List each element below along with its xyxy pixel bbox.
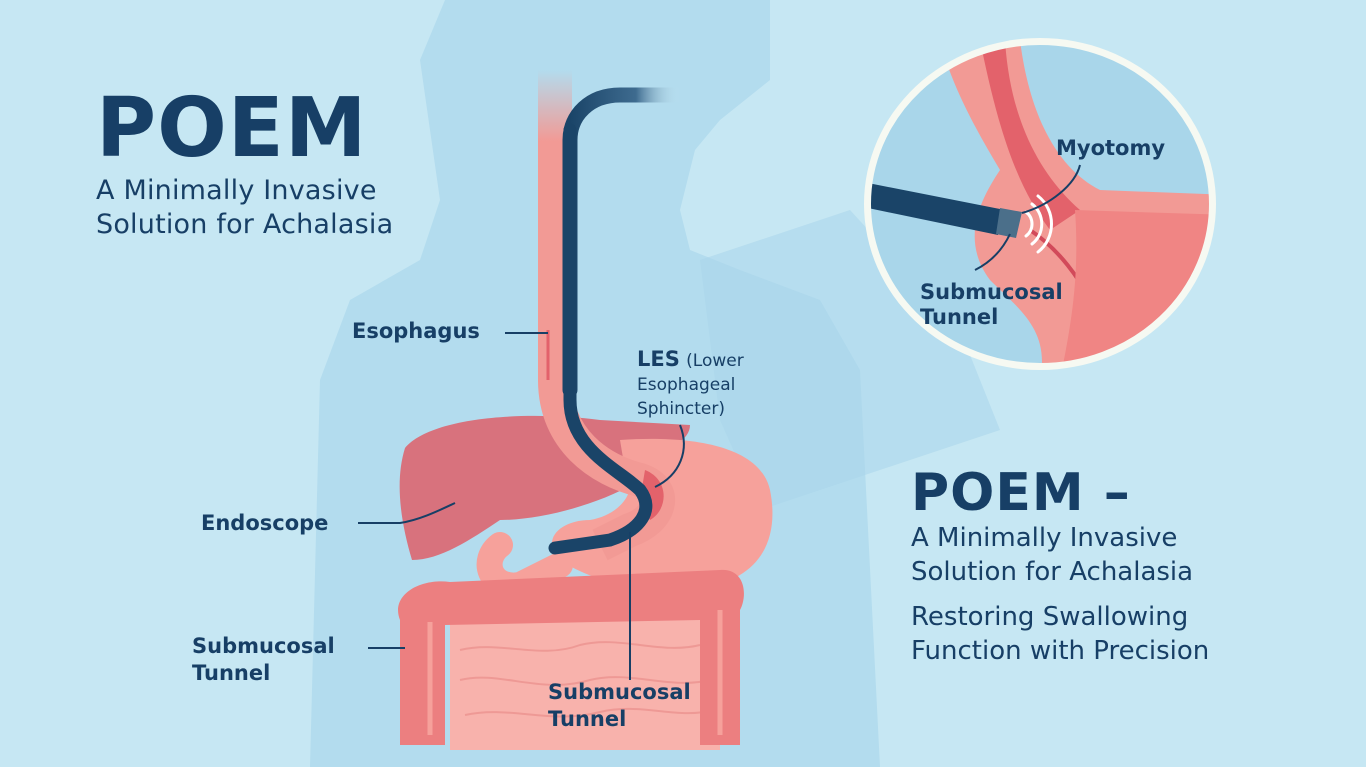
right-tagline-line1: Restoring Swallowing — [911, 602, 1189, 632]
label-les-abbr: LES — [637, 347, 680, 371]
label-left-tunnel-line2: Tunnel — [192, 661, 271, 685]
label-bottom-tunnel-line1: Submucosal — [548, 680, 691, 704]
right-subtitle-line1: A Minimally Invasive — [911, 523, 1178, 553]
right-tagline-line2: Function with Precision — [911, 636, 1210, 666]
page-subtitle-line2: Solution for Achalasia — [96, 209, 394, 240]
label-les: LES (Lower Esophageal Sphincter) — [637, 347, 744, 421]
inset-label-tunnel: Submucosal Tunnel — [920, 280, 1063, 330]
right-subtitle-line2: Solution for Achalasia — [911, 557, 1194, 587]
inset-label-myotomy: Myotomy — [1056, 136, 1166, 160]
inset-label-tunnel-line1: Submucosal — [920, 280, 1063, 304]
label-left-tunnel: Submucosal Tunnel — [192, 633, 335, 687]
label-bottom-tunnel-line2: Tunnel — [548, 707, 627, 731]
cautery-waves-icon — [1024, 194, 1053, 254]
label-les-line2: Esophageal — [637, 375, 736, 395]
shoulder-shading — [700, 210, 1000, 510]
large-intestine — [398, 569, 744, 745]
liver — [399, 415, 690, 560]
label-left-tunnel-line1: Submucosal — [192, 634, 335, 658]
label-esophagus: Esophagus — [352, 319, 480, 343]
label-les-line1: (Lower — [686, 351, 744, 371]
leader-lines — [358, 332, 685, 680]
inset-zoom-view — [864, 38, 1216, 370]
label-bottom-tunnel: Submucosal Tunnel — [548, 679, 691, 733]
small-intestine — [450, 620, 720, 750]
page-title: POEM — [96, 81, 368, 176]
right-title: POEM – — [911, 463, 1131, 523]
inset-label-tunnel-line2: Tunnel — [920, 305, 999, 329]
page-subtitle-line1: A Minimally Invasive — [96, 175, 377, 206]
label-les-line3: Sphincter) — [637, 399, 725, 419]
inset-endoscope — [868, 183, 1005, 235]
label-endoscope: Endoscope — [201, 511, 329, 535]
